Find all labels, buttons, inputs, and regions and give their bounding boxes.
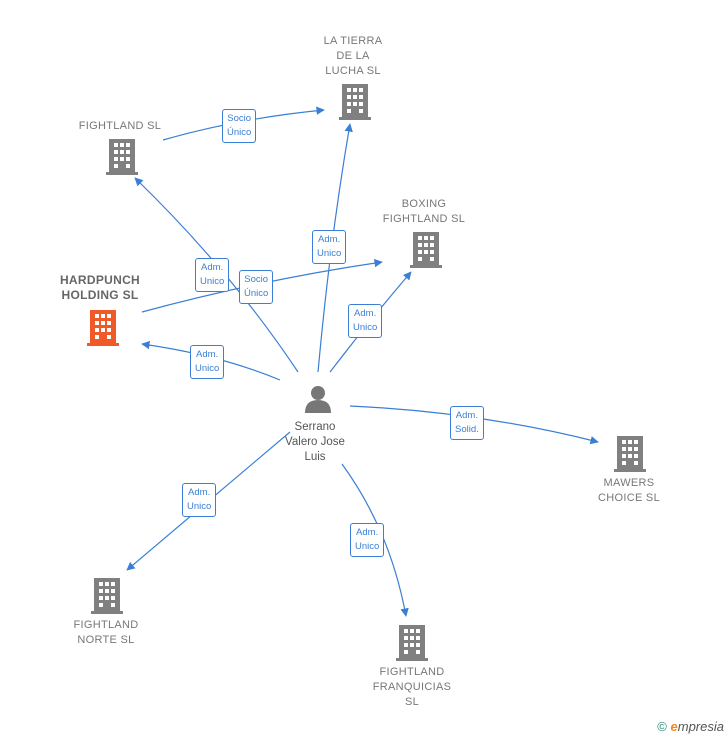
edge-label-adm-unico: Adm. Unico: [350, 523, 385, 557]
edge-label-adm-unico: Adm. Unico: [348, 304, 383, 338]
edge-label-adm-unico: Adm. Unico: [190, 345, 225, 379]
edge-label-adm-unico: Adm. Unico: [312, 230, 347, 264]
company-label-la-tierra: LA TIERRA DE LA LUCHA SL: [323, 35, 383, 77]
edge-label-socio-unico: Socio Único: [239, 270, 274, 304]
building-icon[interactable]: [91, 578, 123, 614]
brand-initial: e: [670, 719, 678, 734]
footer-brand[interactable]: © empresia: [657, 719, 724, 734]
building-icon-highlighted[interactable]: [87, 310, 119, 346]
building-icon[interactable]: [339, 84, 371, 120]
edge-label-adm-unico: Adm. Unico: [195, 258, 230, 292]
edge-label-socio-unico: Socio Único: [222, 109, 257, 143]
company-label-fightland-norte: FIGHTLAND NORTE SL: [73, 619, 139, 646]
building-icon[interactable]: [614, 436, 646, 472]
person-name[interactable]: Serrano Valero Jose Luis: [285, 421, 345, 463]
company-label-boxing: BOXING FIGHTLAND SL: [382, 198, 466, 225]
edge-label-adm-unico: Adm. Unico: [182, 483, 217, 517]
brand-name: mpresia: [677, 719, 724, 734]
company-label-mawers: MAWERS CHOICE SL: [598, 477, 660, 504]
company-label-franquicias: FIGHTLAND FRANQUICIAS SL: [372, 666, 452, 708]
edge-label-adm-solid: Adm. Solid.: [450, 406, 484, 440]
copyright-icon: ©: [657, 719, 667, 734]
building-icon[interactable]: [410, 232, 442, 268]
company-label-hardpunch: HARDPUNCH HOLDING SL: [59, 273, 141, 302]
building-icon[interactable]: [106, 139, 138, 175]
person-icon[interactable]: [304, 385, 332, 413]
building-icon[interactable]: [396, 625, 428, 661]
company-label-fightland: FIGHTLAND SL: [78, 120, 162, 132]
